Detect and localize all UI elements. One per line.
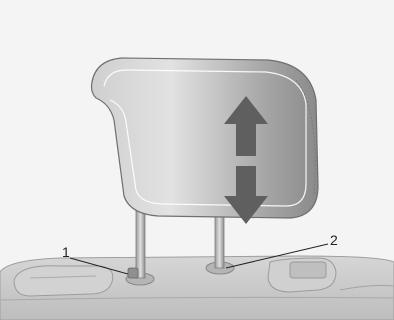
callout-label-2: 2 [330,233,338,247]
seat-back [0,256,394,320]
callout-label-1: 1 [62,245,70,259]
headrest-cushion [92,58,319,218]
release-button [128,268,138,278]
